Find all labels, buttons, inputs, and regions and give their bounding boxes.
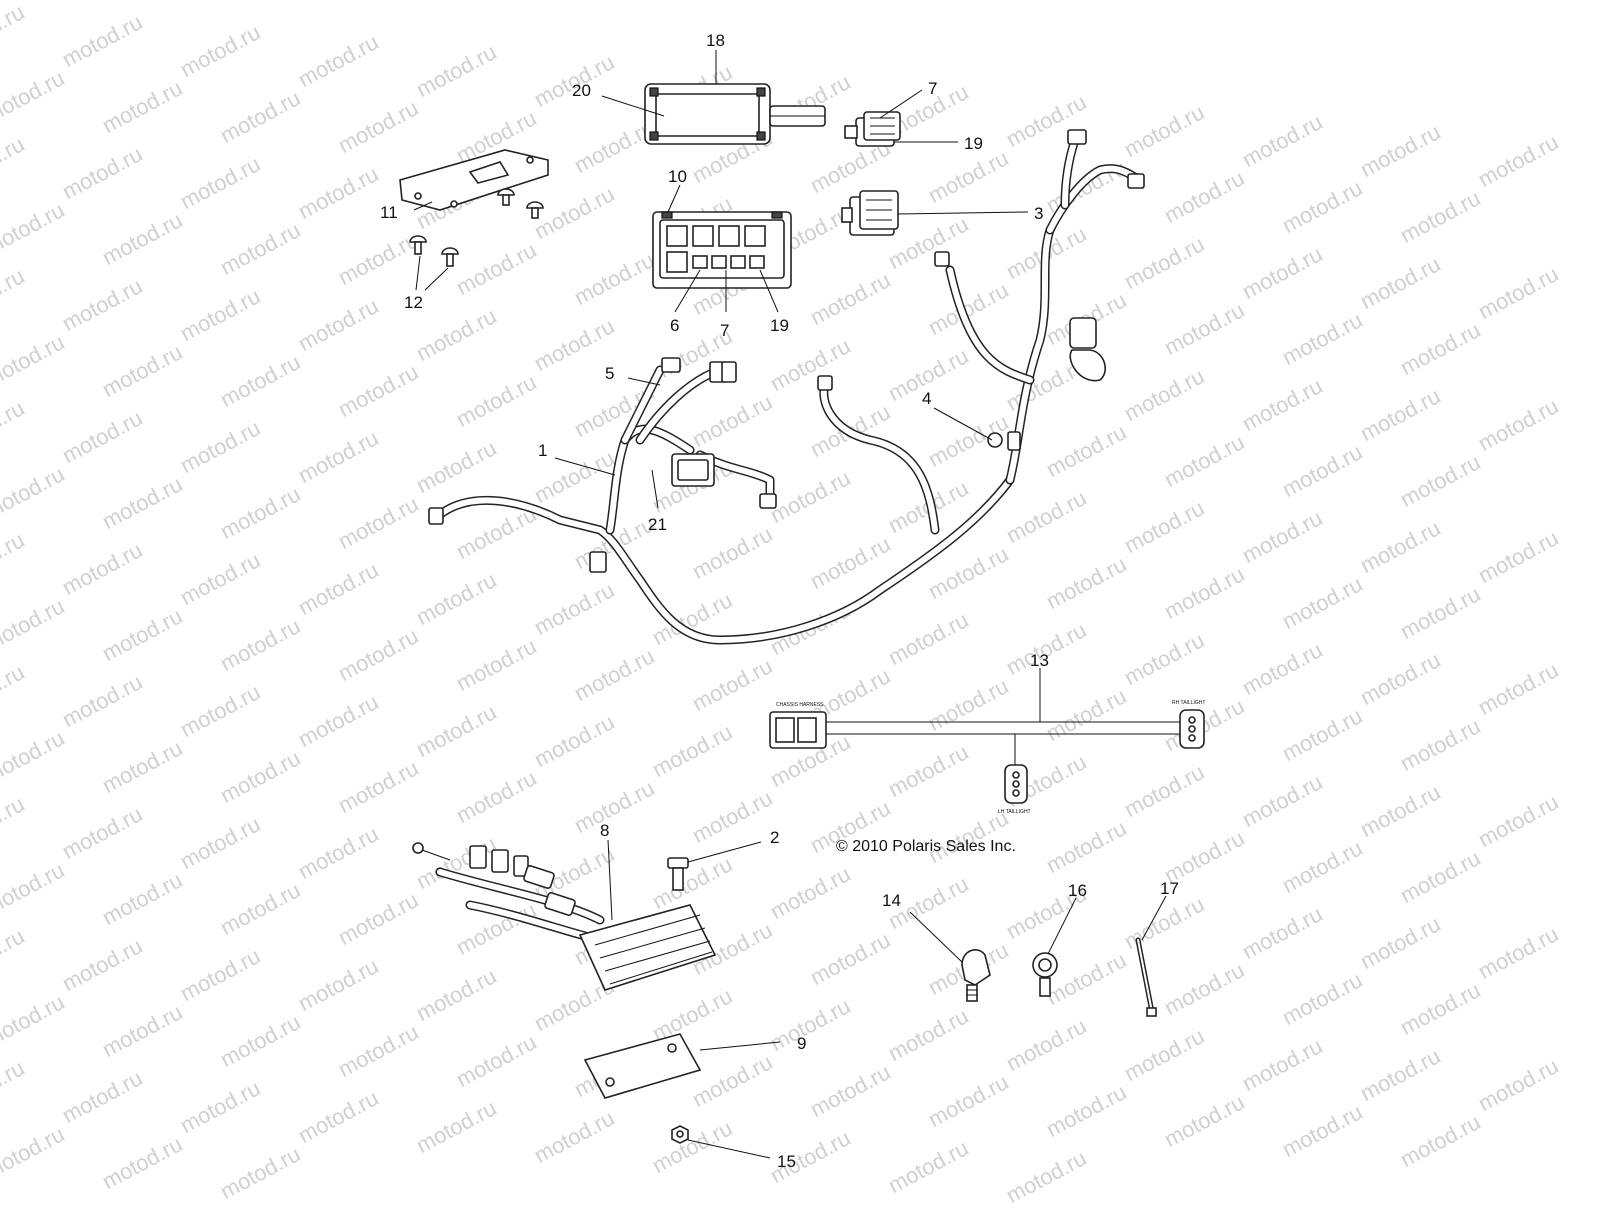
callout-15: 15 [777,1152,796,1171]
main-wiring-harness [428,129,1145,645]
push-rivets [409,188,544,267]
chassis-harness-label: CHASSIS HARNESS [776,702,824,708]
bracket-plate [399,149,549,211]
hose-clamp [1032,952,1058,997]
nut [671,1125,689,1144]
callout-14: 14 [882,891,901,910]
lh-taillight-label: LH TAILLIGHT [998,809,1031,815]
callout-20: 20 [572,81,591,100]
harness-clip [961,949,991,1002]
callout-19-upper: 19 [964,134,983,153]
callout-9: 9 [797,1034,806,1053]
relay-block [841,190,899,236]
callout-12: 12 [404,293,423,312]
callout-8: 8 [600,821,609,840]
cable-tie [1135,937,1157,1017]
callout-6: 6 [670,316,679,335]
callout-10: 10 [668,167,687,186]
callout-21: 21 [648,515,667,534]
taillight-harness [769,709,1205,804]
bolt [667,857,689,891]
callout-19-lower: 19 [770,316,789,335]
callout-16: 16 [1068,881,1087,900]
callout-2: 2 [770,828,779,847]
callout-3: 3 [1034,204,1043,223]
copyright-notice: © 2010 Polaris Sales Inc. [836,838,1016,855]
callout-5: 5 [605,364,614,383]
callout-4: 4 [922,389,931,408]
fuse-box [652,211,792,289]
callout-11: 11 [380,203,398,222]
fuse-box-cover [644,83,826,145]
voltage-regulator [412,842,717,991]
rh-taillight-label: RH TAILLIGHT [1172,700,1205,706]
callout-numbers: 18 20 7 19 11 10 3 12 6 7 19 5 4 1 21 13… [380,31,1179,1171]
callout-13: 13 [1030,651,1049,670]
callout-7-upper: 7 [928,79,937,98]
callout-18: 18 [706,31,725,50]
callout-1: 1 [538,441,547,460]
callout-7-lower: 7 [720,321,729,340]
relay-connector-block [844,111,901,147]
callout-17: 17 [1160,879,1179,898]
leader-lines [413,50,1167,1159]
isolator-pad [583,1033,702,1099]
